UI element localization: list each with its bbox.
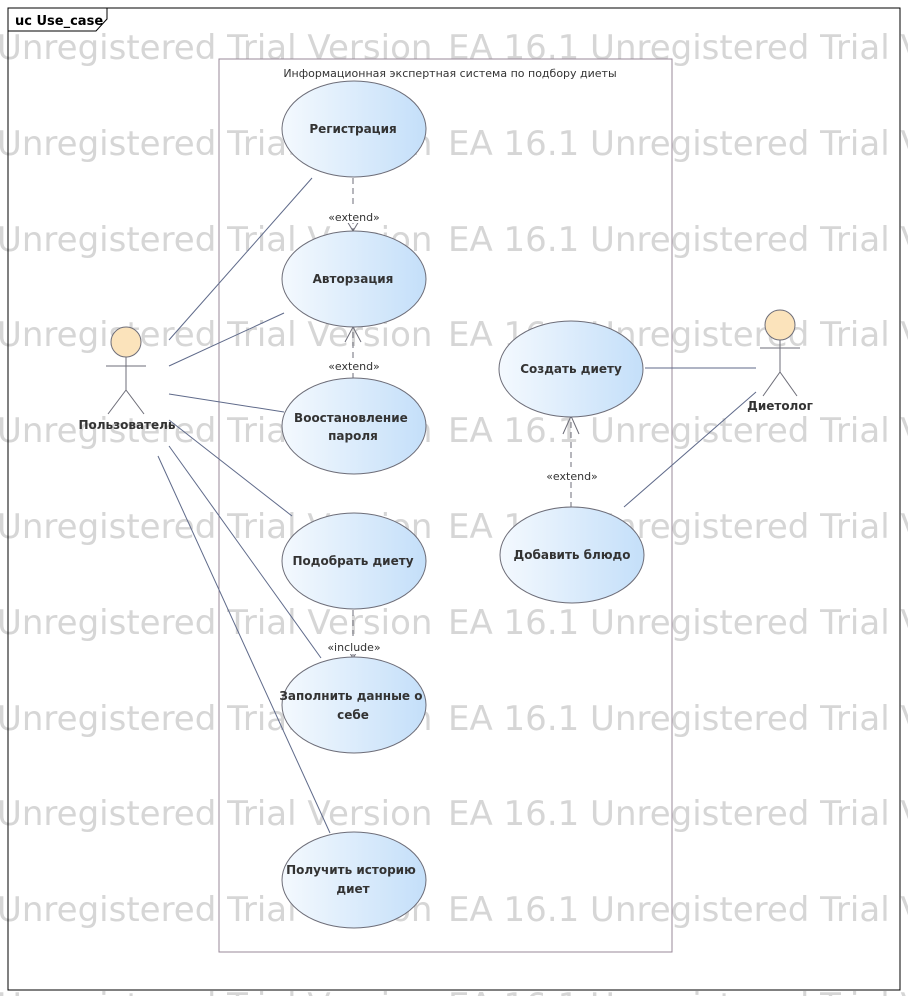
stereotype-extend-add-dish: «extend»: [546, 470, 598, 483]
watermark-text: EA 16.1 Unregistered Trial Version: [448, 794, 908, 834]
use-case-diet-history[interactable]: Получить историю диет: [281, 831, 427, 929]
use-case-registration-label: Регистрация: [309, 122, 396, 136]
use-case-authorization-label: Авторзация: [313, 272, 394, 286]
use-case-fill-data[interactable]: Заполнить данные о себе: [279, 656, 427, 754]
use-case-pick-diet-label: Подобрать диету: [292, 554, 413, 568]
association-user-diet-history[interactable]: [157, 455, 331, 834]
watermark-text: EA 16.1 Unregistered Trial Version: [448, 986, 908, 996]
watermark-text: Unregistered Trial Version: [0, 603, 432, 643]
association-user-registration[interactable]: [168, 177, 313, 341]
watermark-text: EA 16.1 Unregistered Trial Version: [448, 699, 908, 739]
watermark-text: Unregistered Trial Version: [0, 986, 432, 996]
watermark-text: EA 16.1 Unregistered Trial Version: [448, 220, 908, 260]
use-case-create-diet-label: Создать диету: [520, 362, 622, 376]
system-boundary: [218, 58, 673, 953]
use-case-password-recovery-label: Воостановление пароля: [294, 411, 412, 443]
stereotype-extend-registration: «extend»: [328, 211, 380, 224]
watermark-text: Unregistered Trial Version: [0, 28, 432, 68]
stereotype-include-fill-data: «include»: [327, 641, 380, 654]
association-user-authorization[interactable]: [168, 312, 285, 367]
watermark-text: EA 16.1 Unregistered Trial Version: [448, 124, 908, 164]
use-case-authorization[interactable]: Авторзация: [281, 230, 427, 328]
use-case-fill-data-label: Заполнить данные о себе: [279, 689, 426, 722]
watermark-text: EA 16.1 Unregistered Trial Version: [448, 603, 908, 643]
watermark-text: EA 16.1 Unregistered Trial Version: [448, 890, 908, 930]
association-user-fill-data[interactable]: [168, 445, 322, 659]
actor-dietitian[interactable]: [760, 309, 800, 397]
use-case-diet-history-label: Получить историю диет: [286, 863, 420, 896]
use-case-add-dish[interactable]: Добавить блюдо: [499, 506, 645, 604]
watermark-text: EA 16.1 Unregistered Trial Version: [448, 28, 908, 68]
watermark-text: EA 16.1 Unregistered Trial Version: [448, 411, 908, 451]
frame-title: uc Use_case: [15, 14, 103, 29]
frame-title-tab: [7, 7, 108, 32]
stereotype-extend-password: «extend»: [328, 360, 380, 373]
association-user-pick-diet[interactable]: [168, 419, 293, 517]
diagram-frame: [7, 7, 901, 991]
actor-dietitian-name: Диетолог: [747, 399, 813, 413]
use-case-password-recovery[interactable]: Воостановление пароля: [281, 377, 427, 475]
system-boundary-label: Информационная экспертная система по под…: [283, 67, 616, 80]
watermark: Unregistered Trial Version EA 16.1 Unregi…: [0, 28, 908, 996]
watermark-text: Unregistered Trial Version: [0, 794, 432, 834]
actor-dietitian-head-icon: [764, 309, 796, 341]
use-case-add-dish-label: Добавить блюдо: [514, 548, 631, 562]
use-case-registration[interactable]: Регистрация: [281, 80, 427, 178]
association-user-password-recovery[interactable]: [168, 393, 285, 413]
actor-user-head-icon: [110, 326, 142, 358]
use-case-create-diet[interactable]: Создать диету: [498, 320, 644, 418]
actor-user-name: Пользователь: [78, 418, 175, 432]
actor-user[interactable]: [106, 326, 146, 415]
use-case-pick-diet[interactable]: Подобрать диету: [281, 512, 427, 610]
association-dietitian-add-dish[interactable]: [623, 391, 757, 508]
